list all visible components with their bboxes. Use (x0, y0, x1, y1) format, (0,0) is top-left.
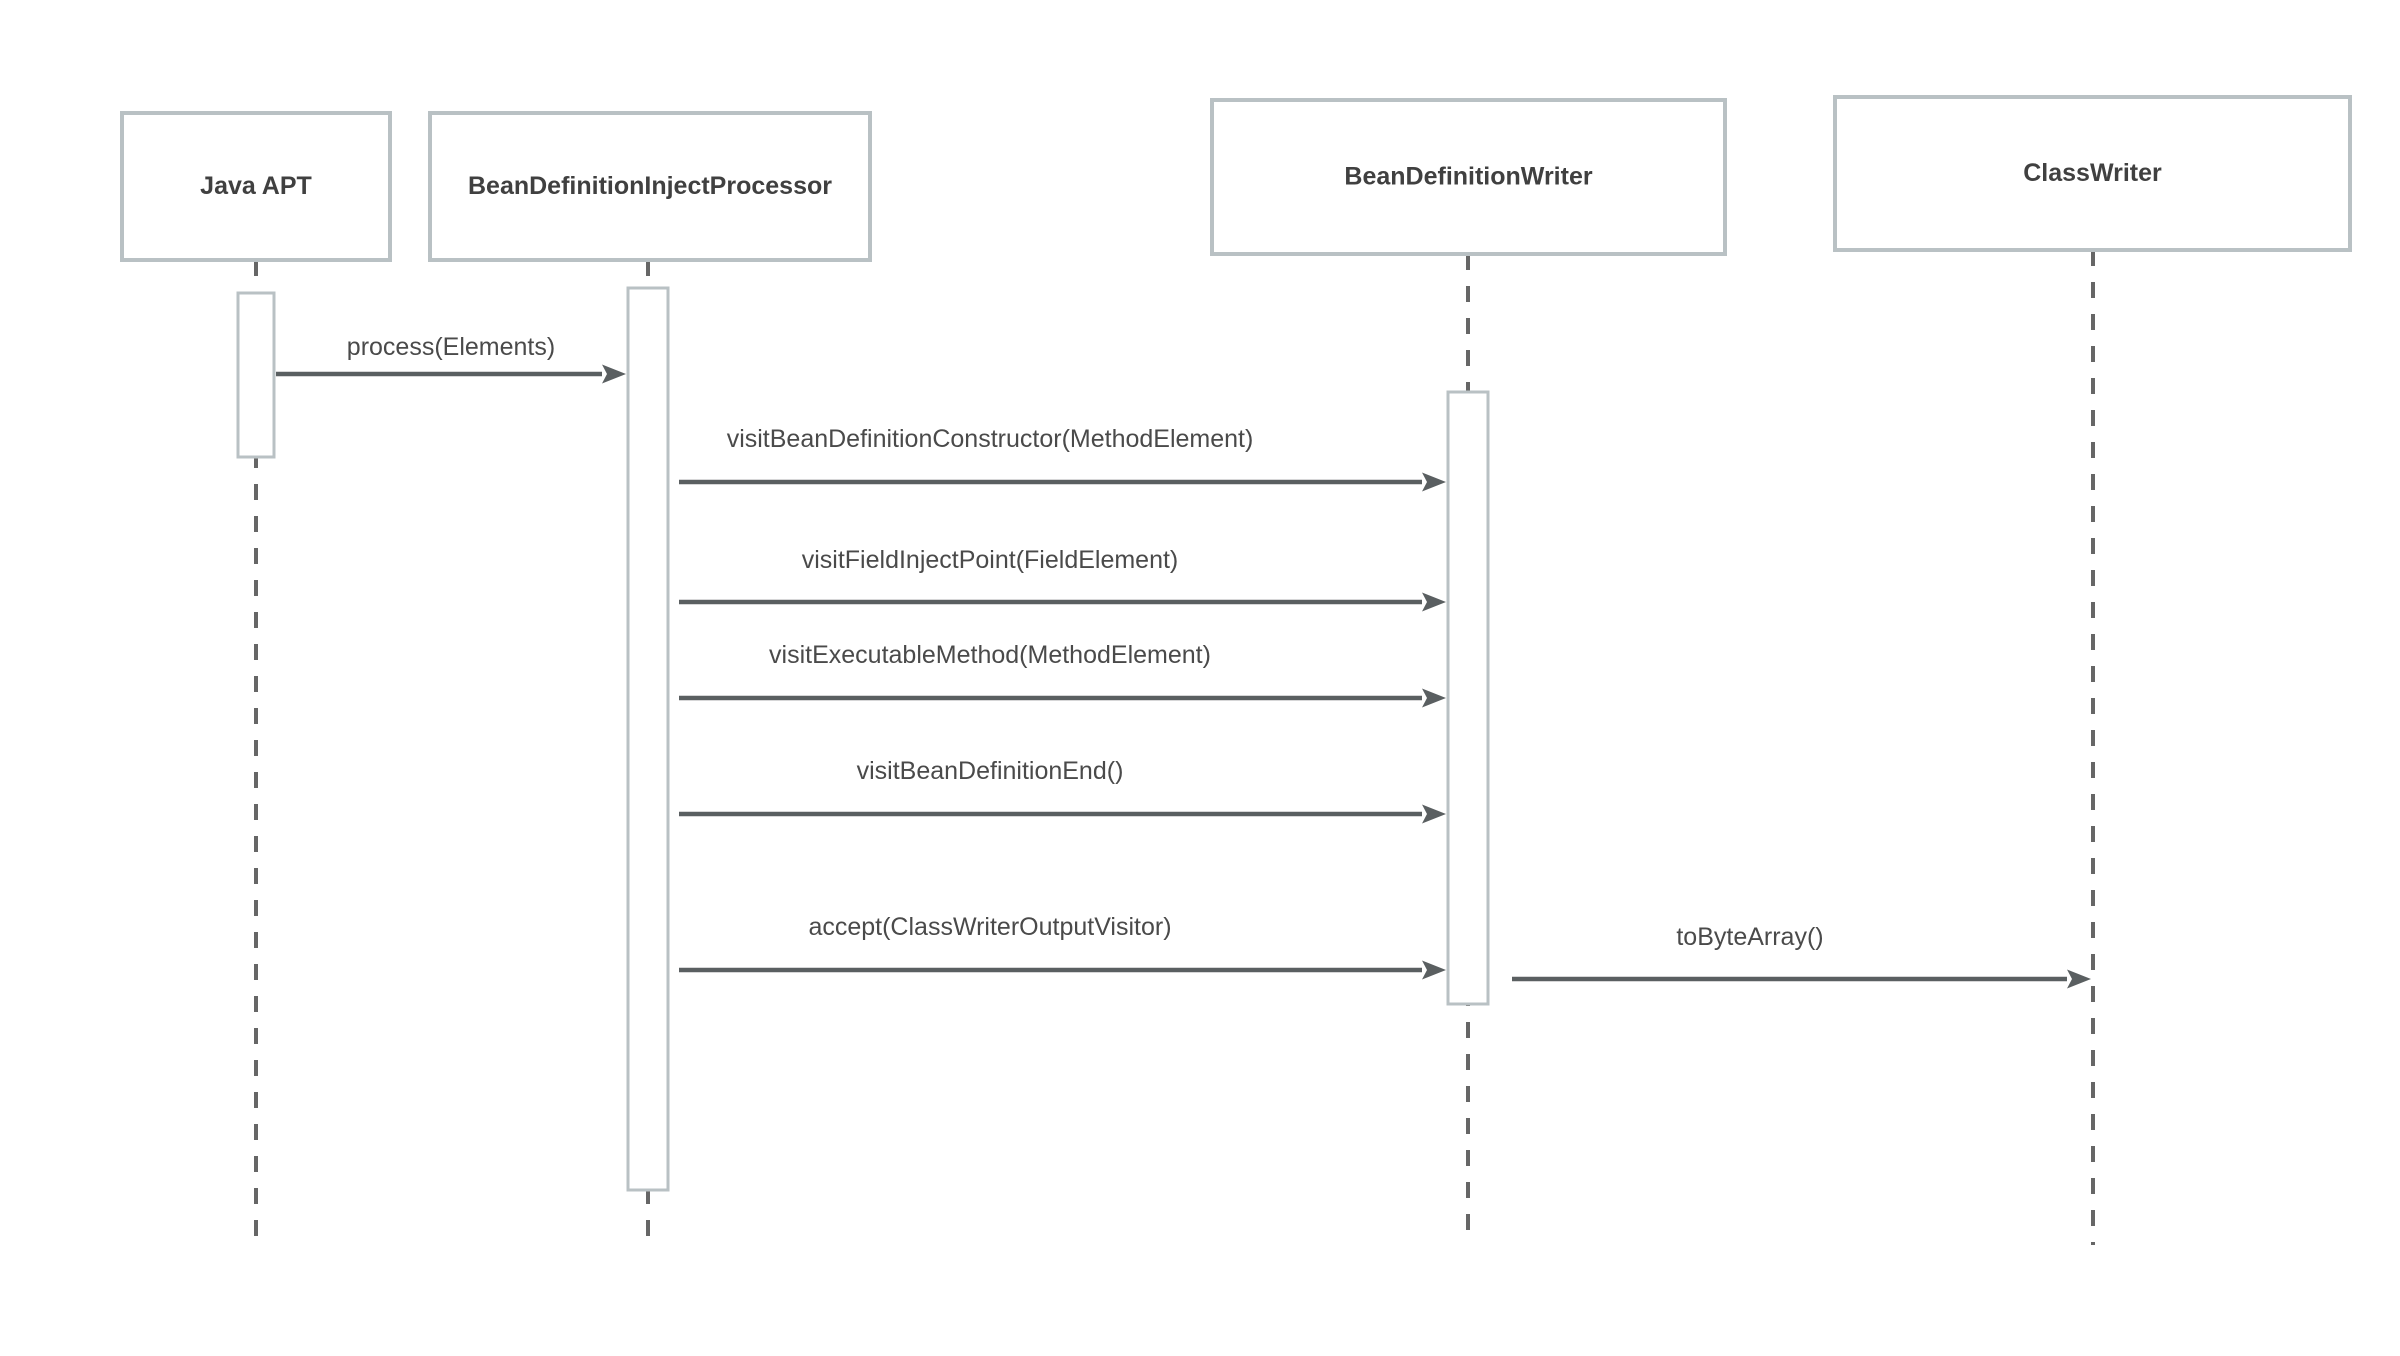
participant-bean-definition-inject-processor[interactable]: BeanDefinitionInjectProcessor (428, 111, 872, 262)
message-arrowhead-visit-bean-definition-end (1422, 804, 1446, 824)
message-visit-bean-definition-end[interactable]: visitBeanDefinitionEnd() (679, 757, 1446, 824)
participant-label-bean-definition-inject-processor: BeanDefinitionInjectProcessor (468, 172, 832, 200)
message-arrowhead-to-byte-array (2067, 969, 2091, 989)
activation-bar-java-apt-0 (236, 291, 276, 459)
message-process-elements[interactable]: process(Elements) (276, 333, 626, 384)
message-label-visit-bean-definition-end: visitBeanDefinitionEnd() (857, 757, 1124, 785)
messages-layer: process(Elements) visitBeanDefinitionCons… (276, 333, 2091, 989)
participant-box-bean-definition-writer (1210, 98, 1727, 256)
message-arrowhead-visit-field-inject-point (1422, 592, 1446, 612)
participant-bean-definition-writer[interactable]: BeanDefinitionWriter (1210, 98, 1727, 256)
message-visit-executable-method[interactable]: visitExecutableMethod(MethodElement) (679, 641, 1446, 708)
participants-layer: Java APT BeanDefinitionInjectProcessor Bea… (120, 95, 2352, 262)
participant-java-apt[interactable]: Java APT (120, 111, 392, 262)
participant-label-class-writer: ClassWriter (2023, 159, 2162, 187)
message-arrowhead-visit-bean-definition-constructor (1422, 472, 1446, 492)
participant-class-writer[interactable]: ClassWriter (1833, 95, 2352, 252)
message-label-process-elements: process(Elements) (347, 333, 555, 361)
message-label-accept-class-writer-output-visitor: accept(ClassWriterOutputVisitor) (808, 913, 1171, 941)
message-arrowhead-visit-executable-method (1422, 688, 1446, 708)
message-arrowhead-accept-class-writer-output-visitor (1422, 960, 1446, 980)
participant-box-bean-definition-inject-processor (428, 111, 872, 262)
participant-label-bean-definition-writer: BeanDefinitionWriter (1344, 163, 1592, 191)
message-accept-class-writer-output-visitor[interactable]: accept(ClassWriterOutputVisitor) (679, 913, 1446, 980)
activation-bar-bean-definition-inject-processor-0 (626, 286, 670, 1192)
message-label-visit-bean-definition-constructor: visitBeanDefinitionConstructor(MethodEle… (727, 425, 1254, 453)
message-label-to-byte-array: toByteArray() (1676, 923, 1823, 951)
message-arrowhead-process-elements (602, 364, 626, 384)
message-visit-bean-definition-constructor[interactable]: visitBeanDefinitionConstructor(MethodEle… (679, 425, 1446, 492)
participant-box-java-apt (120, 111, 392, 262)
message-to-byte-array[interactable]: toByteArray() (1512, 923, 2091, 989)
activations-layer (236, 286, 1490, 1192)
message-label-visit-field-inject-point: visitFieldInjectPoint(FieldElement) (802, 546, 1179, 574)
message-label-visit-executable-method: visitExecutableMethod(MethodElement) (769, 641, 1211, 669)
activation-bar-bean-definition-writer-0 (1446, 390, 1490, 1006)
message-visit-field-inject-point[interactable]: visitFieldInjectPoint(FieldElement) (679, 546, 1446, 612)
participant-box-class-writer (1833, 95, 2352, 252)
participant-label-java-apt: Java APT (200, 172, 312, 200)
lifelines-layer (254, 250, 2095, 1245)
